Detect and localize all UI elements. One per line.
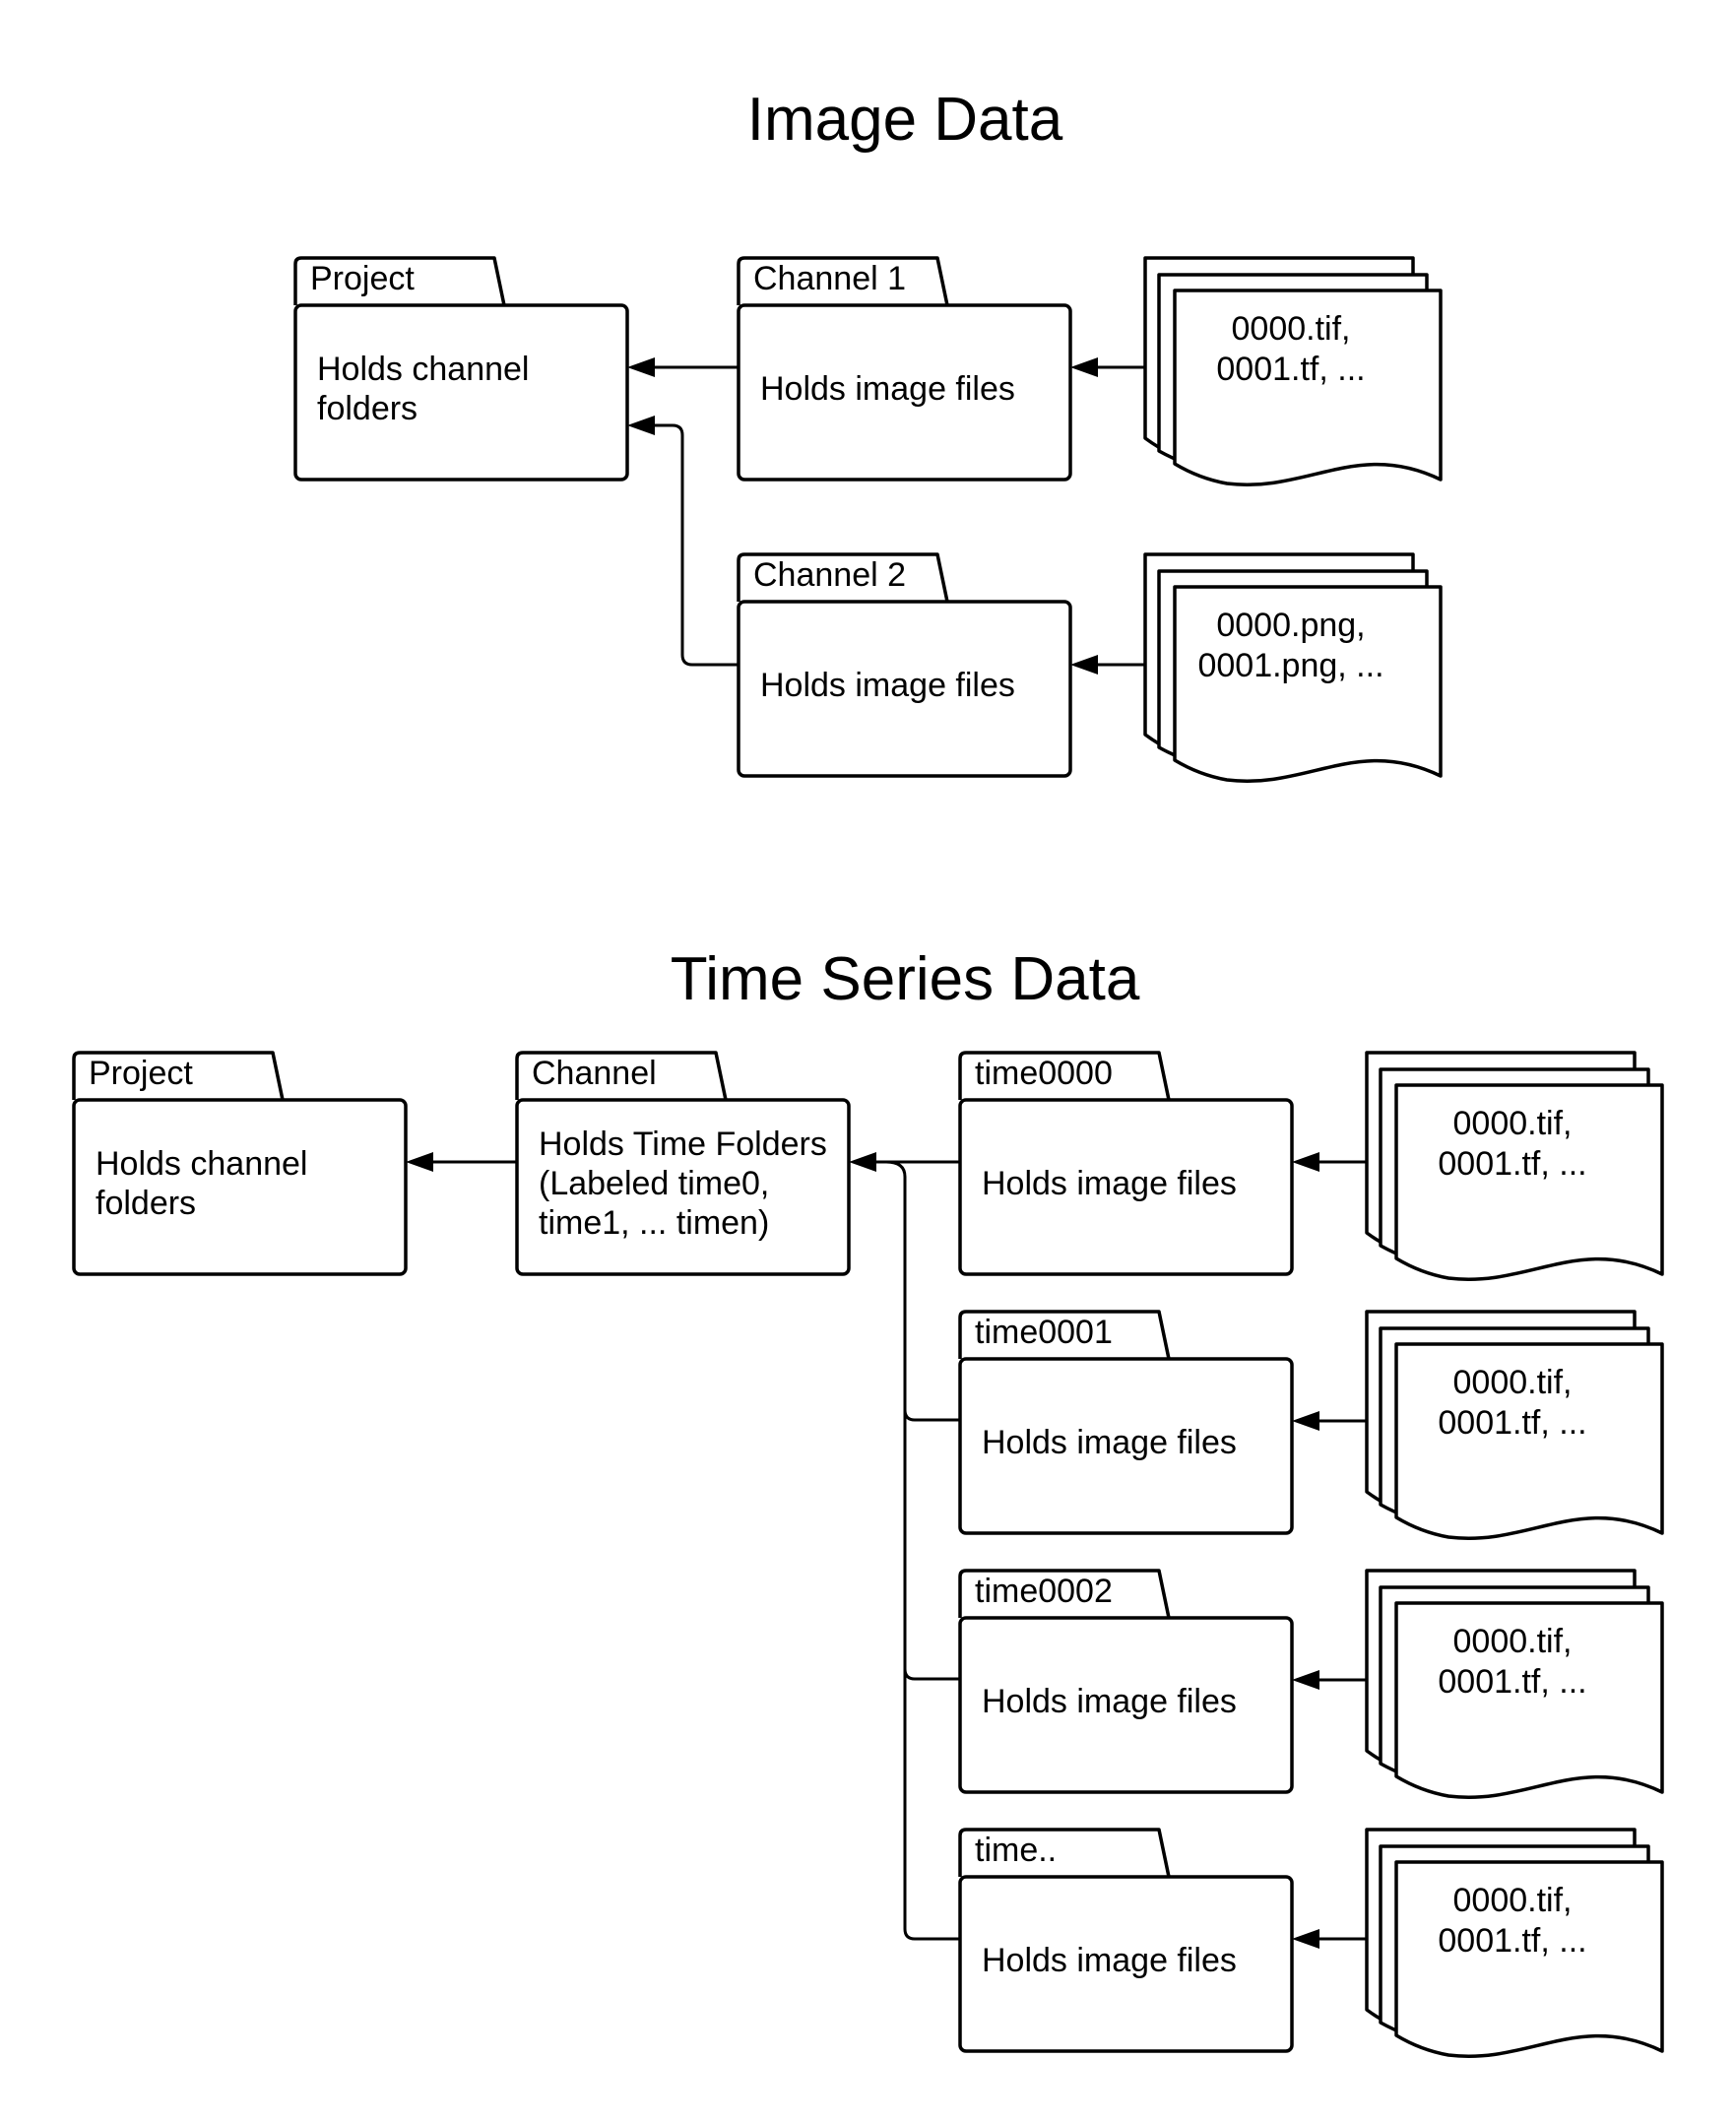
folder-tab bbox=[737, 552, 949, 603]
folder-body-line: folders bbox=[96, 1185, 196, 1222]
folder-body bbox=[958, 1098, 1294, 1276]
folder-tab bbox=[72, 1051, 285, 1101]
file-name-line: 0001.png, ... bbox=[1197, 647, 1383, 684]
file-name-line: 0000.png, bbox=[1216, 607, 1365, 644]
folder-body bbox=[737, 600, 1072, 778]
folder-body-line: Holds image files bbox=[982, 1424, 1237, 1461]
folder-tab-label: time.. bbox=[975, 1832, 1057, 1869]
arrowhead bbox=[1292, 1411, 1319, 1431]
file-name-line: 0001.tf, ... bbox=[1216, 351, 1365, 388]
folder-tab-label: Channel bbox=[532, 1055, 657, 1092]
channel-1-folder: Channel 1 Holds image files bbox=[737, 256, 1072, 482]
file-name-line: 0000.tif, bbox=[1453, 1105, 1573, 1142]
channel-2-image-files: 0000.png, 0001.png, ... bbox=[1143, 552, 1443, 783]
folder-body-line: folders bbox=[317, 390, 418, 427]
folder-body bbox=[958, 1357, 1294, 1535]
arrowhead bbox=[1292, 1670, 1319, 1690]
folder-body bbox=[293, 303, 629, 482]
file-name-line: 0001.tf, ... bbox=[1438, 1663, 1586, 1701]
folder-tab bbox=[293, 256, 506, 306]
folder-tab bbox=[515, 1051, 728, 1101]
channel-1-image-files: 0000.tif, 0001.tf, ... bbox=[1143, 256, 1443, 486]
folder-body bbox=[72, 1098, 408, 1276]
folder-tab-label: Channel 1 bbox=[753, 260, 906, 297]
file-name-line: 0001.tf, ... bbox=[1438, 1145, 1586, 1183]
arrowhead bbox=[627, 416, 655, 435]
folder-body-line: Holds channel bbox=[96, 1145, 307, 1183]
folder-tab-label: time0002 bbox=[975, 1573, 1113, 1610]
connector-line bbox=[885, 1160, 960, 1941]
image-data-section: Image Data Project Holds channel folders… bbox=[293, 86, 1443, 783]
time-series-connectors bbox=[406, 1152, 960, 1941]
connector-line bbox=[655, 423, 739, 667]
document-stack-front bbox=[1394, 1342, 1664, 1540]
time-series-project-folder: Project Holds channel folders bbox=[72, 1051, 408, 1276]
folder-body-line: Holds image files bbox=[982, 1942, 1237, 1979]
file-name-line: 0000.tif, bbox=[1453, 1882, 1573, 1919]
folder-body-line: Holds image files bbox=[760, 667, 1015, 704]
folder-body-line: Holds Time Folders bbox=[539, 1126, 827, 1163]
folder-tab bbox=[958, 1828, 1171, 1878]
folder-tab-label: time0000 bbox=[975, 1055, 1113, 1092]
time-series-section: Time Series Data Project Holds channel f… bbox=[72, 945, 1664, 2058]
folder-body bbox=[737, 303, 1072, 482]
folder-tab bbox=[958, 1569, 1171, 1619]
time-series-channel-folder: Channel Holds Time Folders (Labeled time… bbox=[515, 1051, 851, 1276]
folder-tab-label: time0001 bbox=[975, 1314, 1113, 1351]
document-stack-front bbox=[1394, 1860, 1664, 2058]
time-folder-row: time.. Holds image files 0000.tif,0001.tf,… bbox=[958, 1828, 1664, 2058]
file-name-line: 0001.tf, ... bbox=[1438, 1404, 1586, 1442]
folder-tab bbox=[958, 1310, 1171, 1360]
time-folder: time.. Holds image files bbox=[958, 1828, 1294, 2053]
arrowhead bbox=[627, 357, 655, 377]
folder-body bbox=[958, 1875, 1294, 2053]
folder-body bbox=[958, 1616, 1294, 1794]
image-file-stack: 0000.tif,0001.tf, ... bbox=[1365, 1569, 1664, 1799]
document-stack-front bbox=[1394, 1601, 1664, 1799]
connector-line bbox=[903, 1668, 960, 1681]
folder-body-line: Holds image files bbox=[982, 1683, 1237, 1720]
folder-body bbox=[515, 1098, 851, 1276]
connector-line bbox=[903, 1409, 960, 1422]
image-file-stack: 0000.tif,0001.tf, ... bbox=[1365, 1051, 1664, 1281]
arrowhead bbox=[1070, 655, 1098, 675]
document-stack-front bbox=[1394, 1083, 1664, 1281]
document-stack-front bbox=[1173, 289, 1443, 486]
time-series-title: Time Series Data bbox=[671, 945, 1140, 1013]
file-name-line: 0000.tif, bbox=[1453, 1623, 1573, 1660]
folder-tab-label: Project bbox=[310, 260, 415, 297]
arrowhead bbox=[1292, 1152, 1319, 1172]
folder-body-line: Holds channel bbox=[317, 351, 529, 388]
image-data-connectors bbox=[627, 357, 1145, 675]
file-name-line: 0000.tif, bbox=[1453, 1364, 1573, 1401]
folder-tab-label: Channel 2 bbox=[753, 556, 906, 594]
folder-body-line: time1, ... timen) bbox=[539, 1204, 769, 1242]
image-data-title: Image Data bbox=[747, 86, 1063, 154]
channel-2-folder: Channel 2 Holds image files bbox=[737, 552, 1072, 778]
folder-tab bbox=[958, 1051, 1171, 1101]
folder-body-line: (Labeled time0, bbox=[539, 1165, 769, 1202]
arrowhead bbox=[1292, 1929, 1319, 1949]
folder-tab-label: Project bbox=[89, 1055, 193, 1092]
image-file-stack: 0000.tif,0001.tf, ... bbox=[1365, 1828, 1664, 2058]
document-stack-front bbox=[1173, 585, 1443, 783]
image-file-stack: 0000.tif,0001.tf, ... bbox=[1365, 1310, 1664, 1540]
image-data-project-folder: Project Holds channel folders bbox=[293, 256, 629, 482]
folder-tab bbox=[737, 256, 949, 306]
folder-body-line: Holds image files bbox=[982, 1165, 1237, 1202]
file-name-line: 0001.tf, ... bbox=[1438, 1922, 1586, 1960]
folder-body-line: Holds image files bbox=[760, 370, 1015, 408]
file-name-line: 0000.tif, bbox=[1232, 310, 1351, 348]
arrowhead bbox=[1070, 357, 1098, 377]
arrowhead bbox=[406, 1152, 433, 1172]
arrowhead bbox=[849, 1152, 876, 1172]
